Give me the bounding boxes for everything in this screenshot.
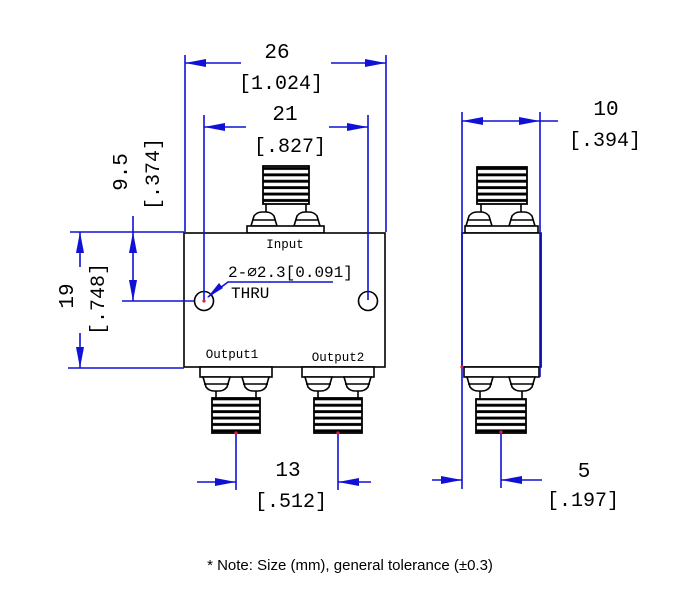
arrow-icon [129, 232, 137, 253]
snap-marker [234, 431, 238, 435]
arrow-icon [441, 476, 462, 484]
dim-output-spacing-mm: 13 [275, 460, 300, 483]
dim-body-width-inch: [1.024] [239, 73, 323, 96]
input-connector-foot [292, 211, 322, 227]
snap-marker [499, 430, 503, 434]
arrow-icon [501, 476, 522, 484]
output2-connector-pins [317, 391, 359, 398]
dim-body-width-mm: 26 [264, 42, 289, 65]
input-connector-thread [262, 165, 310, 205]
side-bottom-connector-thread [475, 398, 527, 434]
side-connector-foot [464, 211, 494, 227]
input-connector [246, 165, 325, 234]
dim-hole-spacing-mm: 21 [272, 104, 297, 127]
side-top-connector-base [464, 225, 539, 234]
arrow-icon [76, 232, 84, 253]
snap-markers [202, 299, 503, 435]
output2-connector-base [301, 366, 375, 378]
output2-connector [301, 366, 375, 434]
arrow-icon [76, 347, 84, 368]
front-view [183, 165, 386, 434]
dimension-arrowheads [76, 59, 540, 486]
arrow-icon [215, 478, 236, 486]
dim-hole-spacing-inch: [.827] [254, 136, 326, 159]
input-connector-foot [249, 211, 279, 227]
port-label-input: Input [266, 238, 304, 252]
dim-edge-to-connector-mm: 5 [578, 461, 591, 484]
side-bottom-connector-base [463, 366, 540, 378]
side-top-connector [464, 166, 539, 234]
arrow-icon [347, 123, 368, 131]
side-top-connector-pins [480, 204, 522, 212]
output1-connector [199, 366, 273, 434]
side-bottom-connector-pins [479, 391, 523, 399]
dim-body-height-inch: [.748] [88, 263, 111, 335]
dimension-text: 26 [1.024] 21 [.827] 9.5 [.374] 19 [.748… [57, 42, 641, 514]
side-body [461, 232, 542, 368]
leader-arrow-icon [207, 283, 223, 298]
arrow-icon [519, 117, 540, 125]
port-label-output2: Output2 [312, 351, 365, 365]
extension-lines [68, 55, 541, 490]
arrow-icon [129, 280, 137, 301]
dim-body-depth-mm: 10 [593, 99, 618, 122]
side-bottom-connector [463, 366, 540, 434]
hole-callout-designation: 2-∅2.3[0.091] [228, 264, 353, 282]
side-top-connector-thread [476, 166, 528, 205]
output1-connector-base [199, 366, 273, 378]
snap-marker [202, 299, 206, 303]
output1-connector-pins [215, 391, 257, 398]
arrow-icon [338, 478, 359, 486]
port-label-output1: Output1 [206, 348, 259, 362]
input-connector-pins [265, 204, 307, 212]
dim-body-depth-inch: [.394] [569, 130, 641, 153]
dim-top-to-hole-mm: 9.5 [111, 153, 134, 191]
side-connector-foot [507, 211, 537, 227]
input-connector-base [246, 225, 325, 234]
snap-marker [460, 365, 464, 369]
arrow-icon [185, 59, 206, 67]
output2-connector-thread [313, 397, 363, 434]
arrow-icon [204, 123, 225, 131]
dim-edge-to-connector-inch: [.197] [547, 490, 619, 513]
hole-callout-thru: THRU [231, 285, 269, 303]
side-view [461, 166, 542, 434]
dim-body-height-mm: 19 [57, 283, 80, 308]
front-body [183, 232, 386, 368]
dim-top-to-hole-inch: [.374] [143, 138, 166, 210]
dimension-lines [68, 55, 558, 490]
arrow-icon [462, 117, 483, 125]
arrow-icon [365, 59, 386, 67]
note-text: * Note: Size (mm), general tolerance (±0… [207, 557, 493, 574]
snap-marker [336, 431, 340, 435]
dim-output-spacing-inch: [.512] [255, 491, 327, 514]
output1-connector-thread [211, 397, 261, 434]
